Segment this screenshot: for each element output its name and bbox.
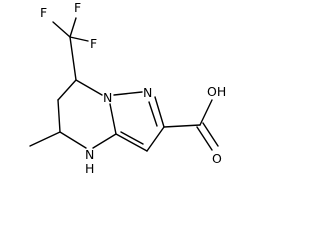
bond-c7-to-c6 bbox=[57, 79, 77, 101]
amine-nitrogen-label: N bbox=[85, 147, 94, 162]
bond-c5-to-nh bbox=[59, 131, 87, 149]
fluorine-label-top-left: F bbox=[40, 5, 47, 20]
fluorine-label-top-right: F bbox=[74, 0, 81, 15]
bond-c2-to-carboxyl-carbon bbox=[163, 124, 201, 128]
bond-n1-to-n2 bbox=[113, 91, 143, 96]
amine-hydrogen-label: H bbox=[85, 161, 94, 176]
carbonyl-oxygen-label: O bbox=[212, 151, 222, 166]
bond-cf3-carbon-to-ring-c7 bbox=[69, 36, 77, 81]
bond-carboxyl-carbon-to-oh bbox=[199, 99, 213, 126]
bond-carbonyl-double-a bbox=[196, 126, 213, 151]
bond-c5-to-methyl bbox=[29, 131, 61, 147]
bond-cf3-carbon-to-f-top-left bbox=[52, 21, 71, 38]
bond-c3-to-c3a-double bbox=[120, 131, 144, 145]
bond-carbonyl-double-b bbox=[202, 122, 219, 147]
bonds bbox=[29, 17, 219, 152]
atom-labels: F F F N N N H OH O bbox=[40, 0, 226, 176]
bond-c3a-to-n1 bbox=[109, 103, 117, 135]
carboxyl-oh-label: OH bbox=[207, 84, 226, 99]
fluorine-label-right: F bbox=[90, 36, 97, 51]
bond-n2-to-c2 bbox=[154, 96, 165, 128]
bond-c6-to-c5 bbox=[57, 99, 61, 133]
ring-nitrogen-bridge-label: N bbox=[103, 90, 112, 105]
bond-cf3-carbon-to-f-right bbox=[69, 36, 89, 42]
bond-cf3-carbon-to-f-top-right bbox=[69, 17, 77, 38]
bond-c3-to-c3a bbox=[115, 133, 148, 152]
ring-nitrogen-pyrazole-label: N bbox=[143, 85, 152, 100]
bond-c7-to-n1 bbox=[75, 79, 103, 96]
bond-c2-to-c3 bbox=[146, 126, 165, 152]
bond-n2-to-c2-double bbox=[148, 101, 158, 127]
bond-nh-to-c3a bbox=[92, 133, 117, 149]
chemical-structure-diagram: F F F N N N H OH O bbox=[29, 0, 226, 176]
